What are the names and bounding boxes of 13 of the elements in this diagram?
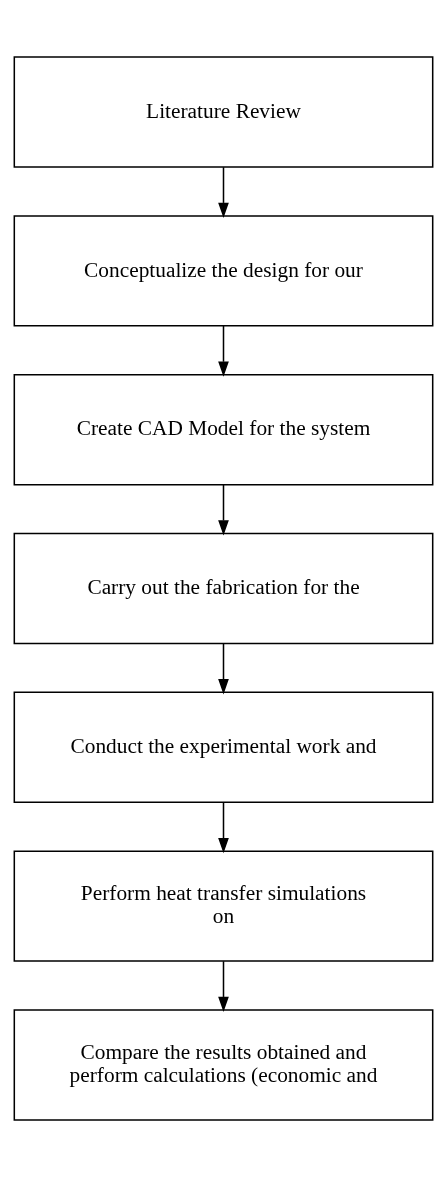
node-box: Perform heat transfer simulations on [13,850,434,962]
node-box: Create CAD Model for the system [13,373,434,486]
arrow [218,960,229,1012]
arrow [218,801,229,854]
node-box: Compare the results obtained and perform calculations (economic and [13,1009,434,1121]
node-box: Carry out the fabrication for the [13,532,434,645]
arrow [218,642,229,695]
node-box: Conceptualize the design for our [13,215,434,327]
arrow [218,325,229,377]
arrow [218,484,229,536]
node-box: Literature Review [13,56,434,168]
node-box: Conduct the experimental work and [13,691,434,804]
arrow [218,166,229,218]
